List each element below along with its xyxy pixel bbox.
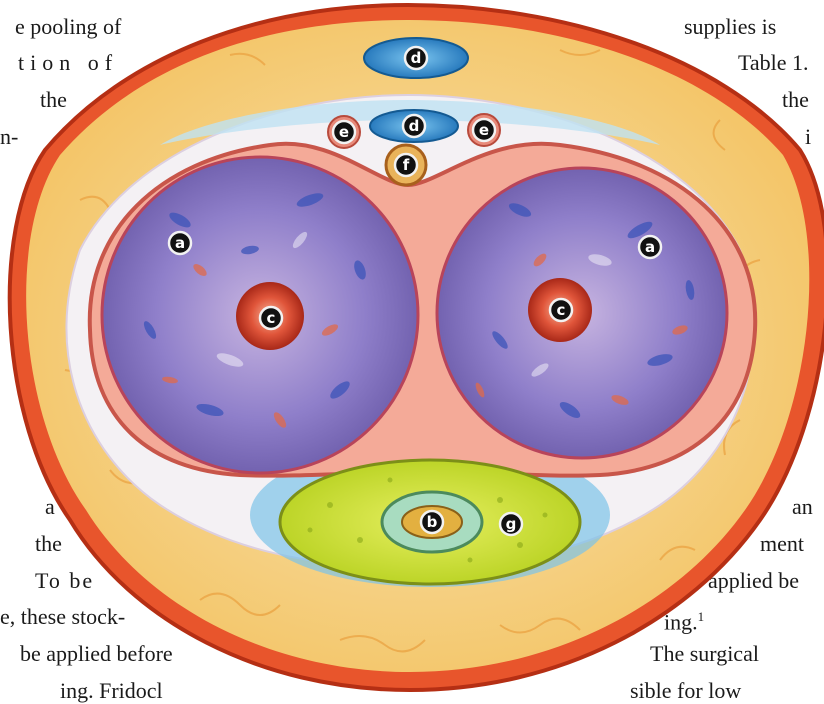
label-marker: c bbox=[550, 299, 572, 321]
label-text: g bbox=[506, 515, 517, 533]
label-text: d bbox=[411, 49, 422, 67]
label-text: c bbox=[267, 309, 276, 327]
label-marker: e bbox=[473, 119, 495, 141]
label-marker: d bbox=[405, 47, 427, 69]
label-marker: c bbox=[260, 307, 282, 329]
label-marker: d bbox=[403, 115, 425, 137]
label-text: e bbox=[479, 121, 489, 139]
label-text: f bbox=[403, 156, 410, 174]
label-marker: b bbox=[421, 511, 443, 533]
label-text: b bbox=[427, 513, 438, 531]
label-marker: g bbox=[500, 513, 522, 535]
label-text: a bbox=[645, 238, 655, 256]
label-text: a bbox=[175, 234, 185, 252]
label-marker: a bbox=[169, 232, 191, 254]
label-marker: f bbox=[395, 154, 417, 176]
label-marker: e bbox=[333, 121, 355, 143]
label-text: d bbox=[409, 117, 420, 135]
label-marker: a bbox=[639, 236, 661, 258]
label-text: c bbox=[557, 301, 566, 319]
label-text: e bbox=[339, 123, 349, 141]
